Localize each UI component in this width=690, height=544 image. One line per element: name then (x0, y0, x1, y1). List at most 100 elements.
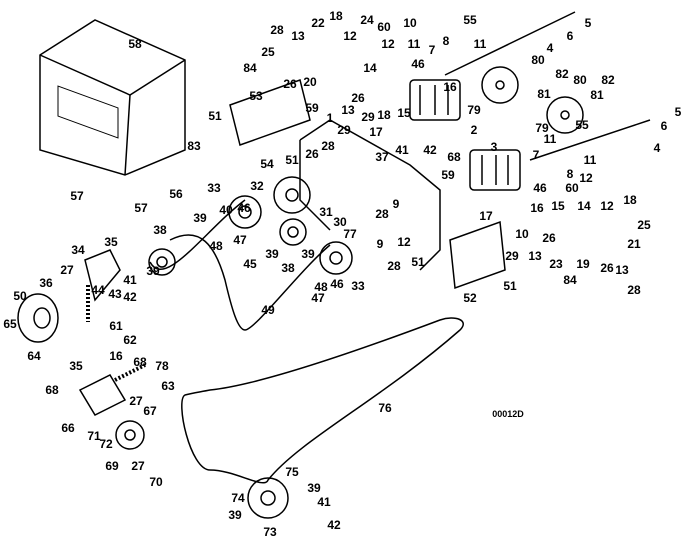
part-callout: 51 (411, 255, 425, 269)
part-callout: 45 (243, 257, 257, 271)
part-callout: 65 (3, 317, 17, 331)
part-callout: 48 (209, 239, 223, 253)
part-callout: 67 (143, 404, 157, 418)
part-callout: 33 (207, 181, 221, 195)
part-callout: 52 (463, 291, 477, 305)
part-callout: 32 (250, 179, 264, 193)
part-callout: 11 (407, 37, 421, 51)
part-callout: 16 (443, 80, 457, 94)
part-callout: 13 (341, 103, 355, 117)
part-callout: 29 (337, 123, 351, 137)
part-callout: 63 (161, 379, 175, 393)
part-callout: 79 (467, 103, 481, 117)
part-callout: 10 (515, 227, 529, 241)
part-callout: 1 (326, 111, 334, 125)
part-callout: 42 (423, 143, 437, 157)
part-callout: 62 (123, 333, 137, 347)
part-callout: 47 (233, 233, 247, 247)
part-callout: 13 (615, 263, 629, 277)
part-callout: 23 (549, 257, 563, 271)
cooling-fans (481, 66, 584, 134)
part-callout: 26 (351, 91, 365, 105)
part-callout: 10 (403, 16, 417, 30)
part-callout: 74 (231, 491, 245, 505)
part-callout: 15 (551, 199, 565, 213)
part-callout: 43 (108, 287, 122, 301)
part-callout: 84 (243, 61, 257, 75)
part-callout: 11 (583, 153, 597, 167)
part-callout: 68 (133, 355, 147, 369)
part-callout: 44 (91, 283, 105, 297)
part-callout: 29 (361, 110, 375, 124)
part-callout: 6 (660, 119, 668, 133)
part-callout: 28 (270, 23, 284, 37)
part-callout: 11 (543, 132, 557, 146)
part-callout: 39 (146, 264, 160, 278)
part-callout: 9 (392, 197, 400, 211)
part-callout: 59 (441, 168, 455, 182)
part-callout: 8 (442, 34, 450, 48)
part-callout: 14 (363, 61, 377, 75)
part-callout: 47 (311, 291, 325, 305)
belt-49 (149, 199, 331, 331)
part-callout: 14 (577, 199, 591, 213)
part-callout: 26 (283, 77, 297, 91)
part-callout: 27 (131, 459, 145, 473)
part-callout: 33 (351, 279, 365, 293)
part-callout: 13 (528, 249, 542, 263)
part-callout: 25 (261, 45, 275, 59)
part-callout: 5 (674, 105, 682, 119)
part-callout: 18 (329, 9, 343, 23)
part-callout: 61 (109, 319, 123, 333)
part-callout: 76 (378, 401, 392, 415)
part-callout: 26 (305, 147, 319, 161)
part-callout: 12 (397, 235, 411, 249)
part-callout: 73 (263, 525, 277, 539)
part-callout: 80 (573, 73, 587, 87)
part-callout: 27 (129, 394, 143, 408)
part-callout: 36 (39, 276, 53, 290)
part-callout: 2 (470, 123, 478, 137)
part-callout: 28 (321, 139, 335, 153)
mounting-plate-right (449, 220, 506, 290)
part-callout: 59 (305, 101, 319, 115)
part-callout: 46 (533, 181, 547, 195)
part-callout: 4 (653, 141, 661, 155)
part-callout: 41 (395, 143, 409, 157)
part-callout: 6 (566, 29, 574, 43)
part-callout: 53 (249, 89, 263, 103)
part-callout: 12 (579, 171, 593, 185)
part-callout: 26 (542, 231, 556, 245)
part-callout: 51 (208, 109, 222, 123)
part-callout: 68 (45, 383, 59, 397)
part-callout: 39 (301, 247, 315, 261)
part-callout: 56 (169, 187, 183, 201)
part-callout: 26 (600, 261, 614, 275)
part-callout: 4 (546, 41, 554, 55)
part-callout: 18 (377, 108, 391, 122)
part-callout: 42 (123, 290, 137, 304)
part-callout: 64 (27, 349, 41, 363)
part-callout: 12 (600, 199, 614, 213)
part-callout: 11 (473, 37, 487, 51)
part-callout: 30 (333, 215, 347, 229)
part-callout: 16 (109, 349, 123, 363)
part-callout: 31 (319, 205, 333, 219)
part-callout: 81 (590, 88, 604, 102)
part-callout: 16 (530, 201, 544, 215)
part-callout: 81 (537, 87, 551, 101)
part-callout: 57 (70, 189, 84, 203)
part-callout: 55 (463, 13, 477, 27)
part-callout: 77 (343, 227, 357, 241)
mounting-plate-left (229, 79, 311, 146)
part-callout: 38 (281, 261, 295, 275)
part-callout: 51 (285, 153, 299, 167)
part-callout: 80 (531, 53, 545, 67)
part-callout: 75 (285, 465, 299, 479)
part-callout: 66 (61, 421, 75, 435)
part-callout: 27 (60, 263, 74, 277)
part-callout: 24 (360, 13, 374, 27)
belt-76 (181, 317, 464, 484)
